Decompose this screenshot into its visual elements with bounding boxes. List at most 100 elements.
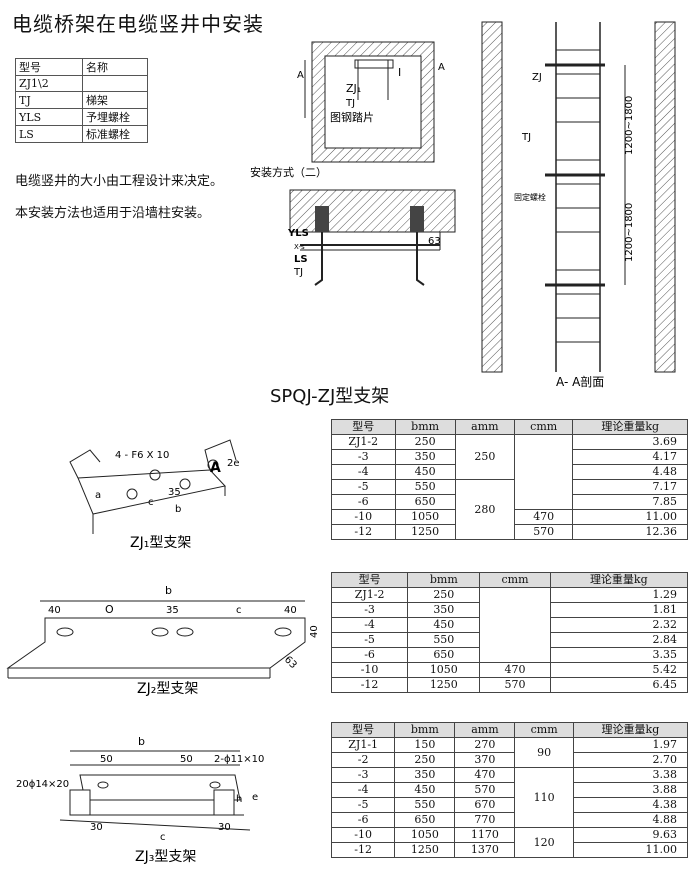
section-title-spqj: SPQJ-ZJ型支架	[270, 386, 390, 407]
bracket3-dim-c: c	[160, 832, 166, 843]
cell-model: -6	[331, 494, 396, 510]
bracket3-dim-50b: 50	[180, 754, 193, 765]
cell-b: 1050	[394, 509, 456, 525]
cell-model: -6	[330, 647, 409, 663]
cell-b: 650	[394, 494, 456, 510]
legend-name: 标准螺栓	[82, 125, 148, 143]
cell-weight: 4.48	[572, 464, 688, 480]
cell-weight: 7.85	[572, 494, 688, 510]
cell-weight: 1.81	[549, 602, 689, 618]
section-label-tj: TJ	[521, 132, 531, 143]
cell-model: -5	[331, 479, 396, 495]
cell-weight: 9.63	[572, 827, 689, 843]
cell-c: 110	[514, 767, 574, 828]
cell-weight: 11.00	[572, 842, 689, 858]
cell-weight: 1.97	[572, 737, 689, 753]
install-label-yls: YLS	[287, 228, 309, 239]
cell-weight: 3.38	[572, 767, 689, 783]
cell-weight: 11.00	[572, 509, 688, 525]
cell-weight: 2.84	[549, 632, 689, 648]
cell-model: -4	[331, 464, 396, 480]
install-label-tj: TJ	[293, 267, 303, 278]
cell-weight: 2.70	[572, 752, 689, 768]
cell-a: 570	[454, 782, 516, 798]
cell-weight: 4.17	[572, 449, 688, 465]
cell-model: -4	[330, 782, 396, 798]
cell-a: 370	[454, 752, 516, 768]
legend-row: ZJ1\2	[15, 75, 148, 92]
bracket2-dim-40c: 40	[309, 625, 320, 638]
bracket1-dim-e: 2e	[227, 458, 240, 469]
cell-model: -12	[331, 524, 396, 540]
bracket3-dim-e: e	[252, 792, 258, 803]
cell-b: 1050	[407, 662, 481, 678]
cell-b: 1250	[394, 842, 456, 858]
install-label-small: X-s	[294, 243, 305, 251]
cell-c: 570	[479, 677, 551, 693]
cell-a: 1170	[454, 827, 516, 843]
bracket-zj2-drawing: b 40 O 35 c 40 40 63	[6, 584, 320, 679]
cell-b: 450	[394, 464, 456, 480]
col-b: bmm	[407, 572, 481, 588]
note-shaft-size: 电缆竖井的大小由工程设计来决定。	[15, 174, 224, 189]
table-header-row: 型号 bmm amm cmm 理论重量kg	[330, 722, 689, 738]
bracket2-caption: ZJ₂型支架	[137, 681, 198, 697]
note-column-install: 本安装方法也适用于沿墙柱安装。	[15, 206, 211, 221]
aa-section-view: ZJ TJ 固定螺栓 1200~1800 1200~1800 A- A剖面	[481, 21, 676, 389]
col-c: cmm	[514, 722, 574, 738]
bracket2-dim-b: b	[165, 584, 172, 597]
cell-model: -10	[331, 509, 396, 525]
bracket-zj1-drawing: 4 - F6 X 10 35 a b c 2e A	[69, 439, 240, 534]
cell-b: 450	[394, 782, 456, 798]
cell-c: 120	[514, 827, 574, 858]
cell-model: -3	[330, 602, 409, 618]
cell-model: -6	[330, 812, 396, 828]
bracket3-dim-50a: 50	[100, 754, 113, 765]
section-label-zj: ZJ	[532, 72, 542, 83]
cell-model: -3	[330, 767, 396, 783]
bracket2-dim-c: c	[236, 605, 242, 616]
cell-model: ZJ1-1	[330, 737, 396, 753]
bracket1-dim-c: c	[148, 497, 154, 508]
cell-b: 1250	[394, 524, 456, 540]
col-weight: 理论重量kg	[549, 572, 689, 588]
cell-a: 250	[454, 434, 515, 480]
cell-model: -3	[331, 449, 396, 465]
cell-c: 570	[513, 524, 574, 540]
col-weight: 理论重量kg	[572, 722, 689, 738]
cell-weight: 2.32	[549, 617, 689, 633]
cell-model: -5	[330, 632, 409, 648]
cell-b: 350	[394, 449, 456, 465]
cell-b: 350	[394, 767, 456, 783]
bracket3-hole-label: 2-ϕ11×10	[214, 754, 264, 765]
bracket2-dim-o: O	[105, 603, 114, 616]
bracket3-dim-30a: 30	[90, 822, 103, 833]
install-dim-63: 63	[428, 236, 441, 247]
col-weight: 理论重量kg	[572, 419, 688, 435]
table-header-row: 型号 bmm amm cmm 理论重量kg	[331, 419, 688, 435]
cell-c: 470	[479, 662, 551, 678]
col-a: amm	[454, 419, 515, 435]
cell-b: 1050	[394, 827, 456, 843]
bracket1-label-A: A	[210, 460, 221, 476]
table-header-row: 型号 bmm cmm 理论重量kg	[330, 572, 689, 588]
install-label-ls: LS	[294, 254, 308, 265]
cell-model: ZJ1-2	[330, 587, 409, 603]
col-b: bmm	[394, 722, 456, 738]
install-method-view: 安装方式（二） 63 YLS X-s LS TJ	[250, 165, 456, 286]
shaft-plan-view: A A ZJ₁ TJ I 图钢踏片	[297, 41, 445, 163]
cell-c-empty	[479, 587, 551, 663]
section-dim-upper: 1200~1800	[624, 96, 635, 155]
cell-model: -10	[330, 827, 396, 843]
